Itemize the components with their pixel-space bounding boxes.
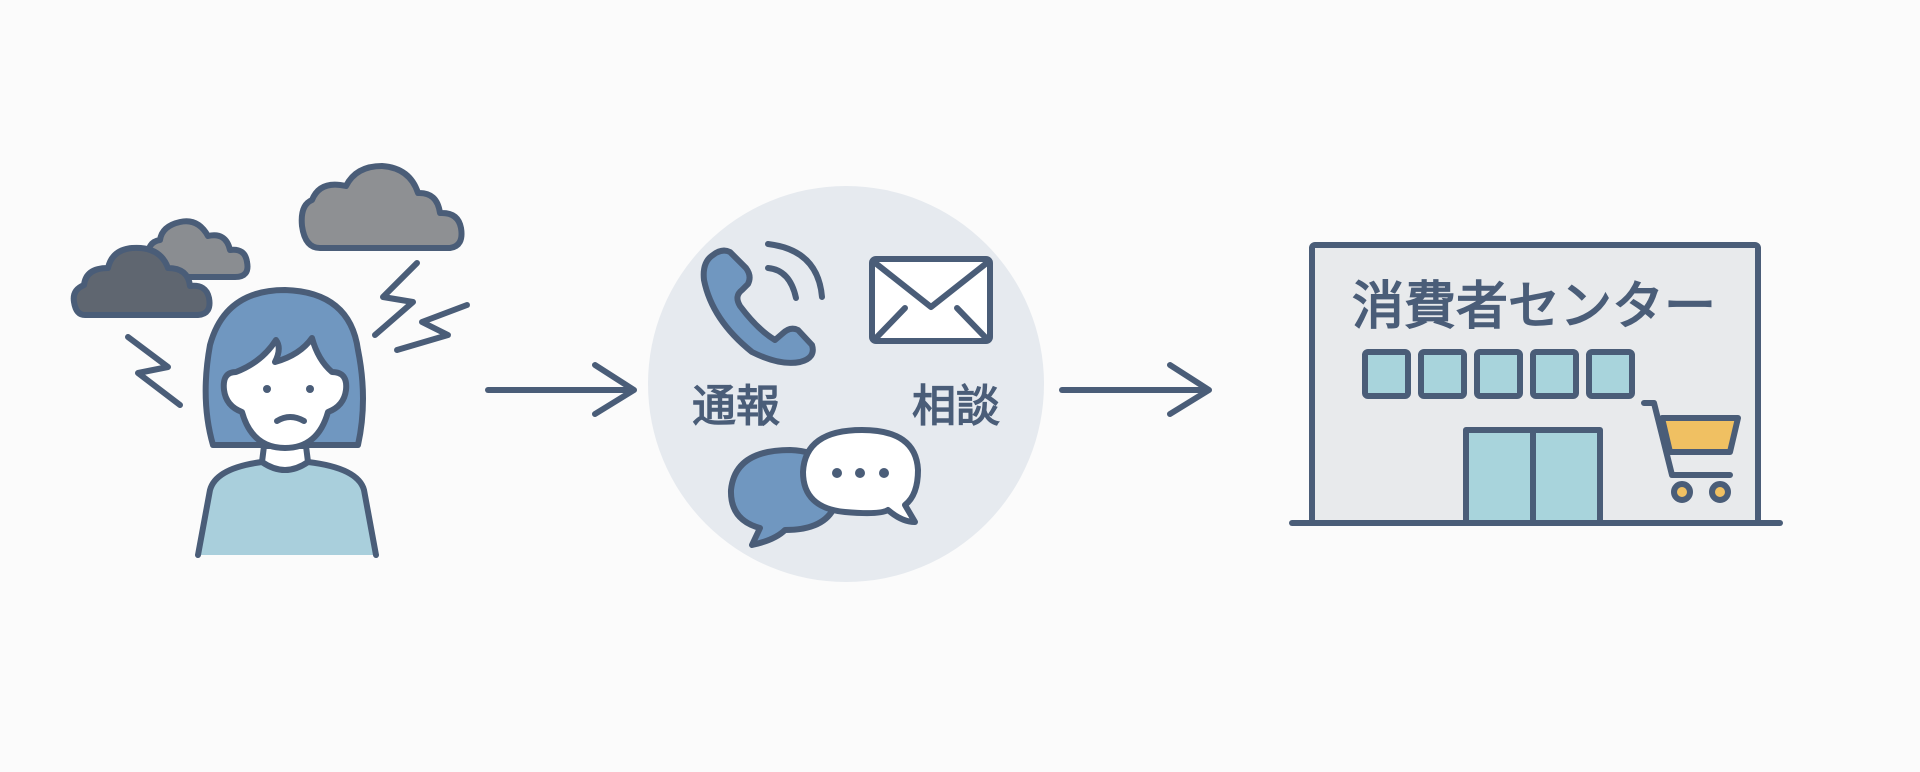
mail-fold [873, 305, 908, 341]
eye [306, 385, 314, 393]
lightning-icon [394, 302, 470, 353]
window [1418, 349, 1467, 399]
window [1362, 349, 1411, 399]
phone-signal-icon [765, 265, 799, 301]
phone-icon [700, 247, 816, 366]
report-label: 通報 [692, 381, 780, 432]
flow-arrow [485, 362, 637, 417]
shirt [195, 459, 379, 558]
flow-arrow [1059, 362, 1212, 417]
mail-fold [954, 305, 989, 341]
consumer-center-building: 消費者センター [1289, 242, 1783, 526]
typing-dot [832, 468, 842, 478]
typing-dot [879, 468, 889, 478]
shopping-cart-icon [1641, 400, 1741, 503]
mail-flap [871, 259, 991, 310]
distressed-person-illustration [70, 163, 470, 558]
mail-icon [869, 256, 993, 344]
lightning-icon [372, 260, 420, 338]
windows [1362, 349, 1635, 399]
storm-cloud-icon [298, 163, 465, 251]
contact-channels: 通報 相談 [648, 186, 1044, 582]
dark-cloud-icon [70, 244, 213, 318]
window [1530, 349, 1579, 399]
consumer-center-sign: 消費者センター [1352, 277, 1716, 337]
typing-dot [855, 468, 865, 478]
phone-signal-icon [765, 241, 825, 300]
window [1474, 349, 1523, 399]
consult-label: 相談 [912, 381, 1000, 432]
window [1586, 349, 1635, 399]
neck [259, 443, 311, 473]
gray-cloud-icon [144, 218, 251, 280]
eye [263, 385, 271, 393]
frown-mouth [274, 414, 307, 424]
face [220, 335, 350, 451]
lightning-icon [125, 334, 183, 408]
